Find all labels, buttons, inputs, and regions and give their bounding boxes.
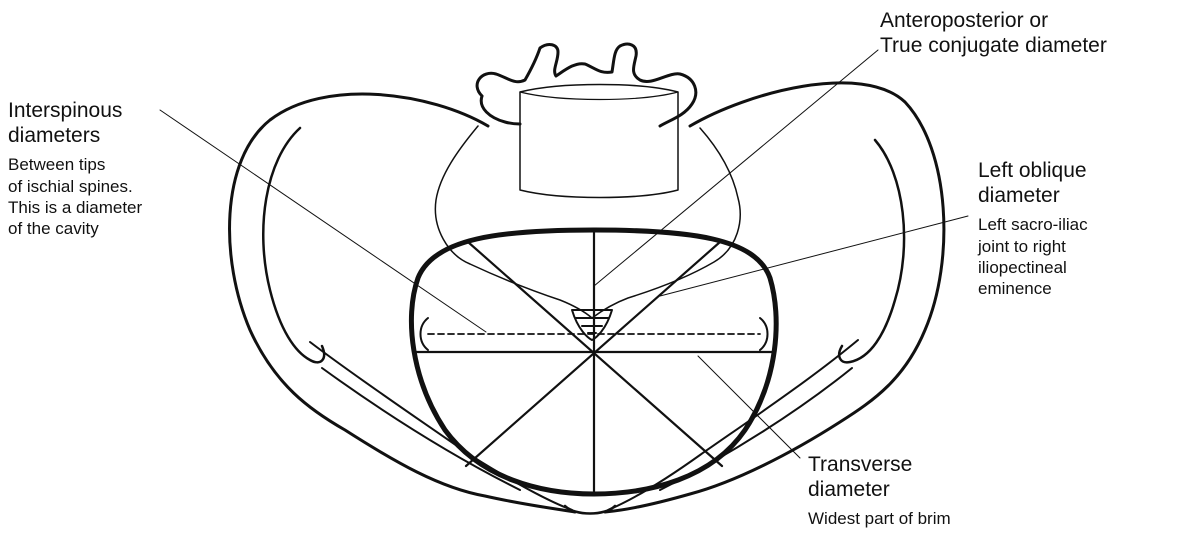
interspinous-description: Between tips of ischial spines. This is … <box>8 154 142 239</box>
transverse-title-line-2: diameter <box>808 477 951 502</box>
leader-left-oblique <box>660 216 968 296</box>
transverse-title-line-1: Transverse <box>808 452 951 477</box>
vertebral-body <box>520 85 678 198</box>
right-ischial-spine <box>760 318 768 350</box>
left-iliac-inner-contour <box>263 128 324 362</box>
left-oblique-desc-line-2: joint to right <box>978 236 1088 257</box>
interspinous-title: Interspinous diameters <box>8 98 142 148</box>
sacrum-outline <box>435 126 740 318</box>
left-oblique-desc-line-3: iliopectineal <box>978 257 1088 278</box>
coccyx <box>572 310 612 340</box>
interspinous-desc-line-1: Between tips <box>8 154 142 175</box>
interspinous-desc-line-2: of ischial spines. <box>8 176 142 197</box>
interspinous-desc-line-3: This is a diameter <box>8 197 142 218</box>
vertebra-left-ala <box>481 96 520 124</box>
transverse-title: Transverse diameter <box>808 452 951 502</box>
leader-transverse <box>698 356 800 458</box>
left-oblique-description: Left sacro-iliac joint to right iliopect… <box>978 214 1088 299</box>
left-oblique-desc-line-1: Left sacro-iliac <box>978 214 1088 235</box>
interspinous-title-line-1: Interspinous <box>8 98 142 123</box>
anteroposterior-title-line-1: Anteroposterior or <box>880 8 1107 33</box>
left-oblique-title-line-2: diameter <box>978 183 1088 208</box>
anteroposterior-title: Anteroposterior or True conjugate diamet… <box>880 8 1107 58</box>
interspinous-desc-line-4: of the cavity <box>8 218 142 239</box>
anteroposterior-title-line-2: True conjugate diameter <box>880 33 1107 58</box>
left-oblique-title: Left oblique diameter <box>978 158 1088 208</box>
transverse-description: Widest part of brim <box>808 508 951 529</box>
left-oblique-desc-line-4: eminence <box>978 278 1088 299</box>
left-iliac-wing-outline <box>230 94 575 512</box>
transverse-label: Transverse diameter Widest part of brim <box>808 452 951 530</box>
left-ischial-spine <box>421 318 429 350</box>
interspinous-label: Interspinous diameters Between tips of i… <box>8 98 142 239</box>
interspinous-title-line-2: diameters <box>8 123 142 148</box>
transverse-desc-line-1: Widest part of brim <box>808 508 951 529</box>
left-oblique-label: Left oblique diameter Left sacro-iliac j… <box>978 158 1088 299</box>
anteroposterior-label: Anteroposterior or True conjugate diamet… <box>880 8 1107 58</box>
vertebral-body-top <box>520 92 678 100</box>
left-oblique-title-line-1: Left oblique <box>978 158 1088 183</box>
right-iliac-inner-contour <box>839 140 904 362</box>
